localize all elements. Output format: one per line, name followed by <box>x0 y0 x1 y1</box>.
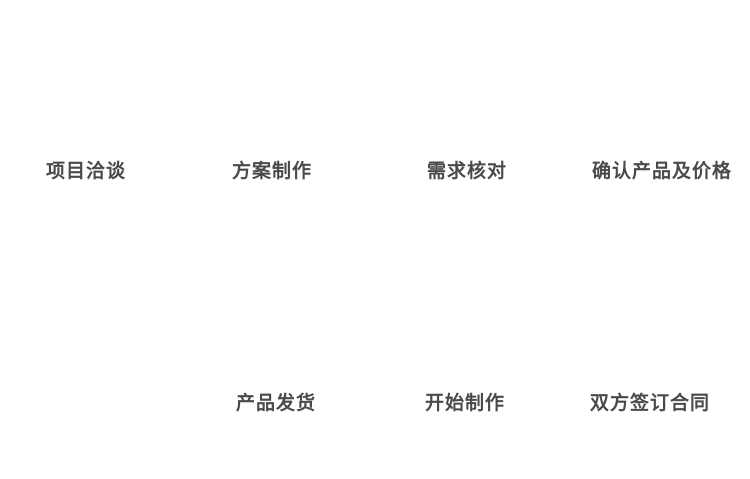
flow-step-start-production: 开始制作 <box>424 393 506 414</box>
flow-step-sign-contract: 双方签订合同 <box>589 393 711 414</box>
flow-step-requirement-check: 需求核对 <box>426 161 508 182</box>
flow-step-plan-creation: 方案制作 <box>231 161 313 182</box>
flow-step-project-negotiation: 项目洽谈 <box>45 161 127 182</box>
flow-step-product-shipment: 产品发货 <box>235 393 317 414</box>
flow-step-confirm-product-and-price: 确认产品及价格 <box>591 161 733 182</box>
